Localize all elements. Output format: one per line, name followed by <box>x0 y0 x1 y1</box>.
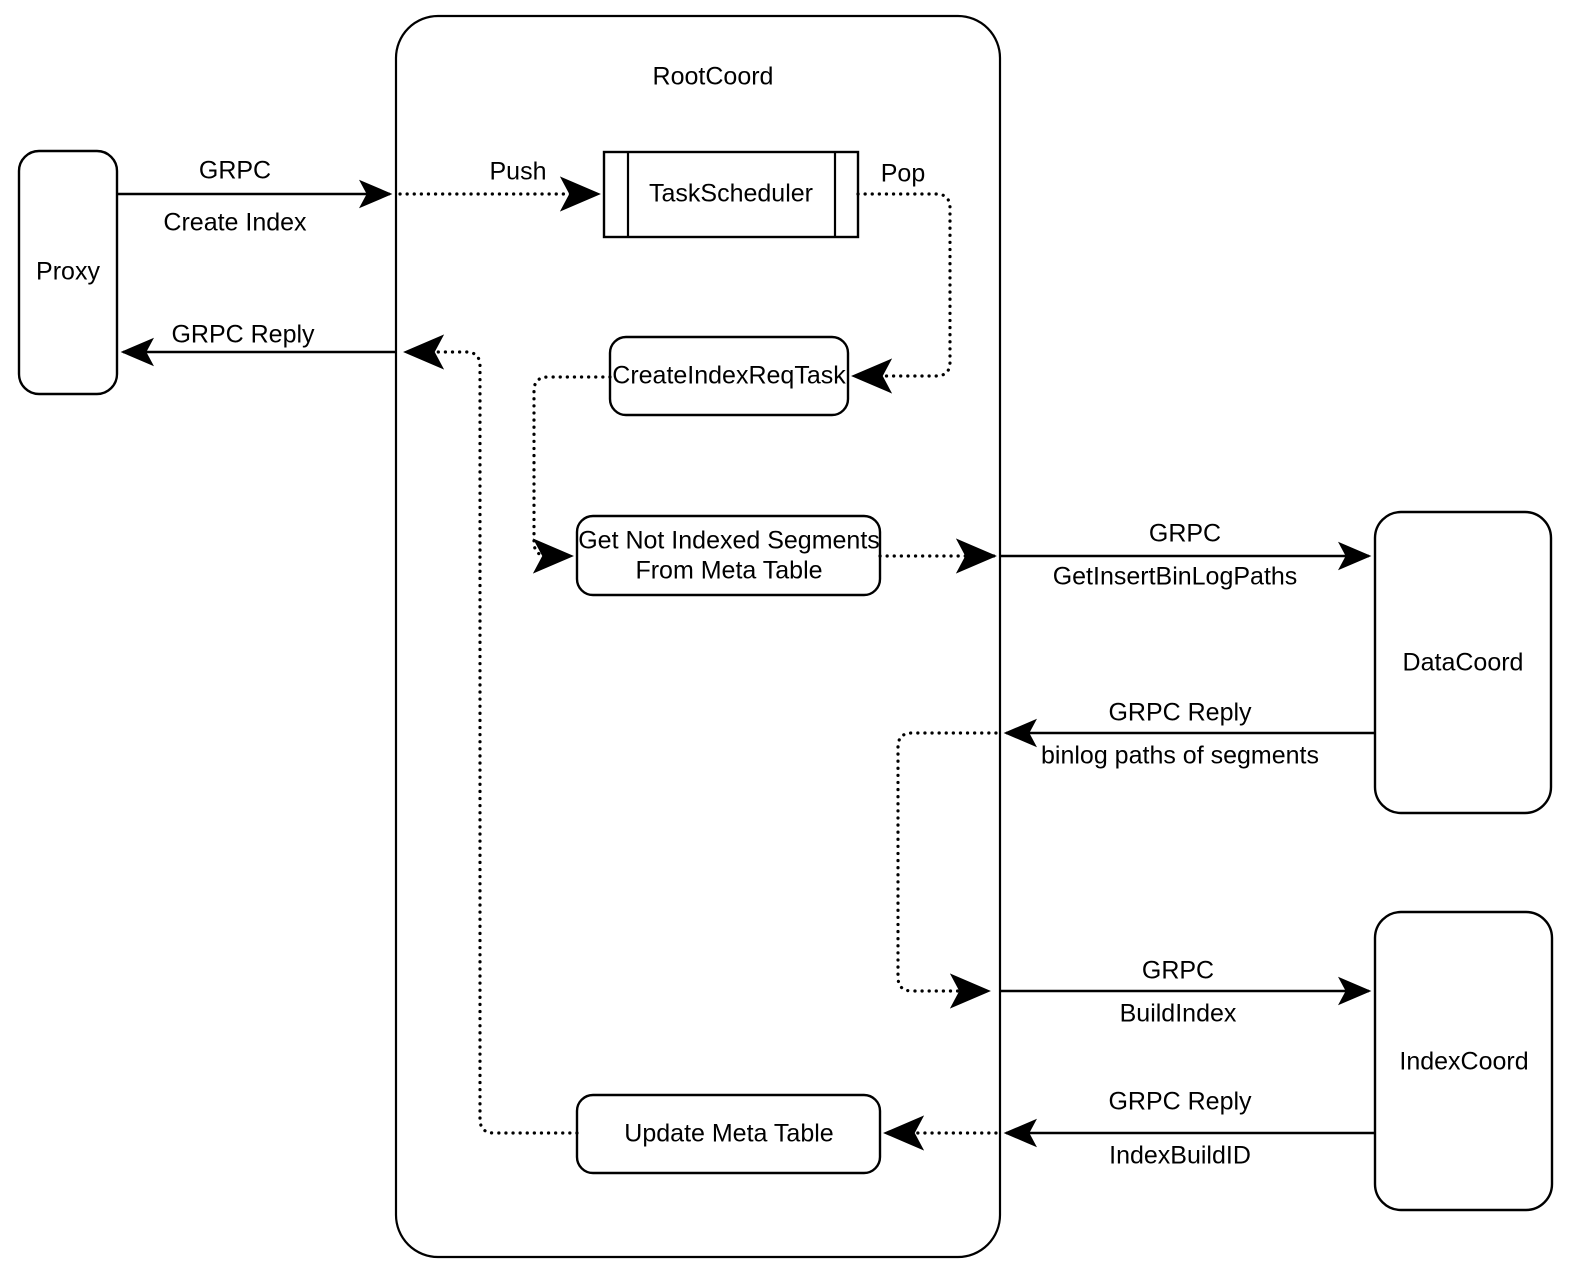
node-indexcoord[interactable]: IndexCoord <box>1373 910 1554 1212</box>
edge-grpc-getinsertbinlogpaths-top-label: GRPC <box>1149 520 1221 548</box>
proxy-box[interactable] <box>17 149 119 396</box>
task-scheduler-box[interactable] <box>602 150 860 239</box>
node-proxy[interactable]: Proxy <box>17 149 119 396</box>
indexcoord-label: IndexCoord <box>1399 1048 1528 1076</box>
create-index-req-task-label: CreateIndexReqTask <box>612 362 846 390</box>
rootcoord-boundary <box>394 14 1002 1259</box>
edge-pop-label: Pop <box>881 160 925 188</box>
edge-indexcoord-reply: GRPC Reply IndexBuildID <box>883 1088 1375 1170</box>
indexcoord-box[interactable] <box>1373 910 1554 1212</box>
container-rootcoord: RootCoord <box>394 14 1002 1259</box>
edge-grpc-reply-indexbuildid-bottom-label: IndexBuildID <box>1109 1142 1251 1170</box>
edge-binlog-reply-to-buildindex-route <box>896 731 998 1009</box>
datacoord-label: DataCoord <box>1403 649 1524 677</box>
get-not-indexed-segments-label-line1: Get Not Indexed Segments <box>578 527 880 555</box>
edge-grpc-getinsertbinlogpaths-bottom-label: GetInsertBinLogPaths <box>1053 563 1298 591</box>
update-meta-table-label: Update Meta Table <box>624 1120 833 1148</box>
task-scheduler-label: TaskScheduler <box>649 180 813 208</box>
edge-push-label: Push <box>490 158 547 186</box>
edge-grpc-label: GRPC <box>199 157 271 185</box>
edge-updatemetatable-return-line <box>403 334 579 1135</box>
edge-create-index-label: Create Index <box>163 209 307 237</box>
edge-internal-uturn-line <box>896 731 998 1009</box>
edge-updatemetatable-to-proxy: GRPC Reply <box>120 321 579 1135</box>
edge-taskscheduler-to-createindexreqtask: Pop <box>851 160 952 394</box>
edge-datacoord-reply: GRPC Reply binlog paths of segments <box>1003 699 1375 770</box>
datacoord-box[interactable] <box>1373 510 1553 815</box>
edge-grpc-reply-binlog-top-label: GRPC Reply <box>1108 699 1252 727</box>
node-create-index-req-task[interactable]: CreateIndexReqTask <box>608 335 850 417</box>
node-task-scheduler[interactable]: TaskScheduler <box>602 150 860 239</box>
edge-rootcoord-to-indexcoord: GRPC BuildIndex <box>1000 957 1372 1028</box>
edge-proxy-to-rootcoord: GRPC Create Index <box>117 157 393 237</box>
edge-grpc-buildindex-bottom-label: BuildIndex <box>1120 1000 1237 1028</box>
node-update-meta-table[interactable]: Update Meta Table <box>575 1093 882 1175</box>
edge-getsegments-to-datacoord: GRPC GetInsertBinLogPaths <box>878 520 1372 591</box>
proxy-label: Proxy <box>36 258 100 286</box>
edge-rootcoord-to-taskscheduler: Push <box>398 158 601 212</box>
edge-grpc-reply-indexbuildid-top-label: GRPC Reply <box>1108 1088 1252 1116</box>
get-not-indexed-segments-label-line2: From Meta Table <box>635 557 822 585</box>
edge-pop-line <box>851 192 952 394</box>
rootcoord-label: RootCoord <box>653 63 774 91</box>
edge-grpc-reply-proxy-label: GRPC Reply <box>171 321 315 349</box>
node-get-not-indexed-segments[interactable]: Get Not Indexed Segments From Meta Table <box>575 514 882 597</box>
node-datacoord[interactable]: DataCoord <box>1373 510 1553 815</box>
edge-grpc-buildindex-top-label: GRPC <box>1142 957 1214 985</box>
edge-grpc-reply-binlog-bottom-label: binlog paths of segments <box>1041 742 1319 770</box>
